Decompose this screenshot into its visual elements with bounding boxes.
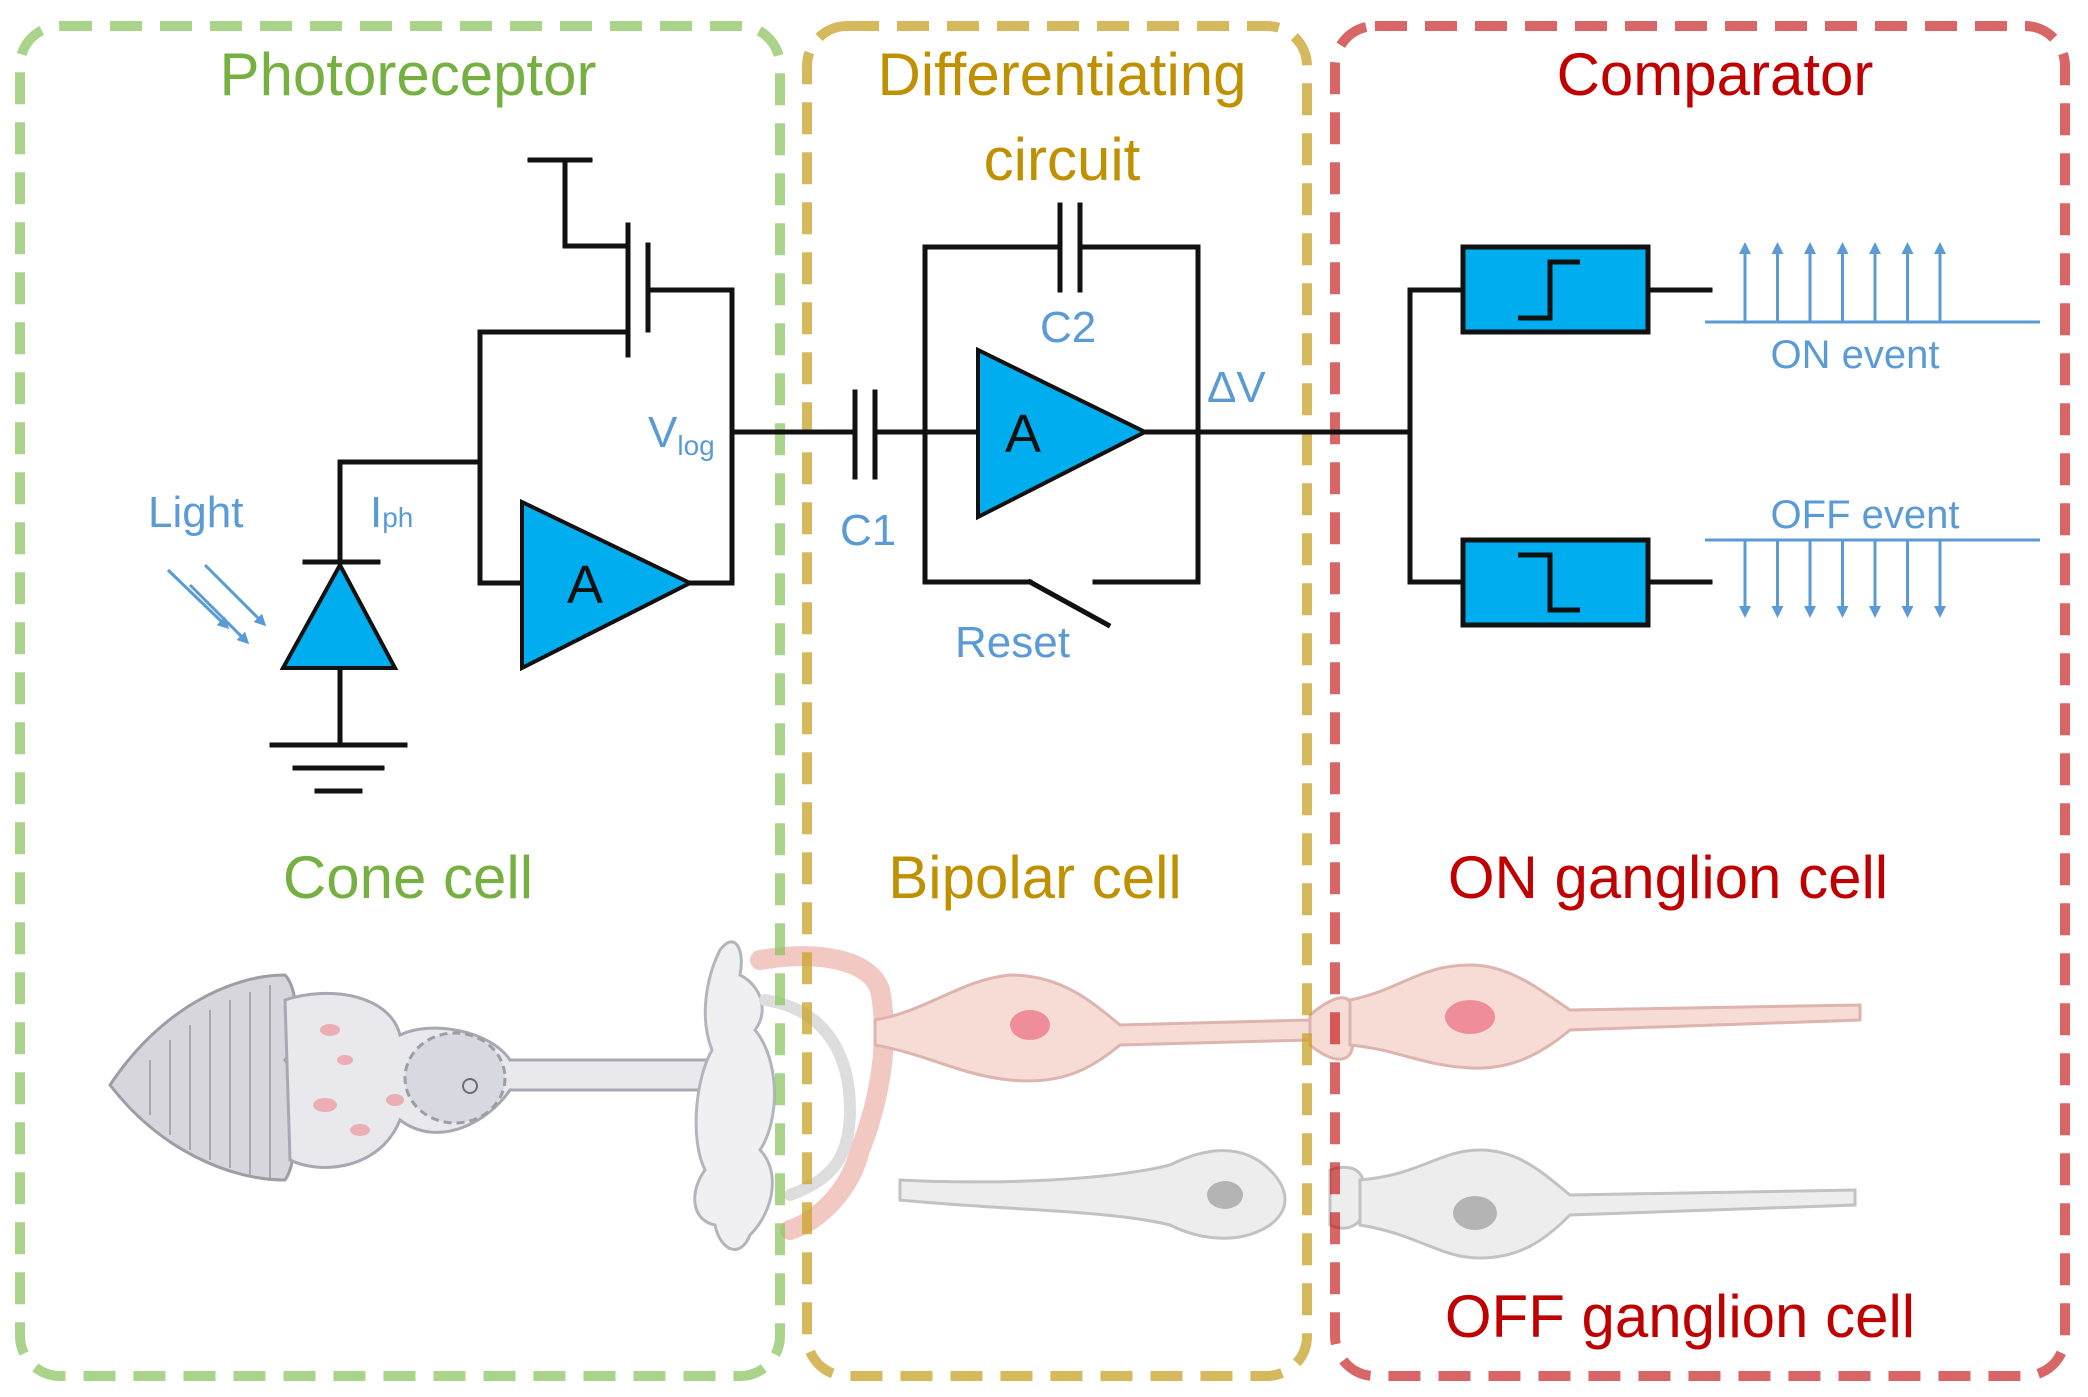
c1-label: C1 — [840, 506, 896, 555]
c2-label: C2 — [1040, 303, 1096, 352]
off-comparator — [1460, 537, 1713, 628]
capacitor-c2-icon — [1057, 202, 1083, 293]
light-arrows-icon — [166, 563, 267, 645]
off-ganglion-illustration — [1328, 1148, 1857, 1260]
off-event-train: OFF event — [1705, 493, 2040, 618]
photoreceptor-section-box — [15, 21, 785, 1381]
diff-amplifier-label: A — [1005, 404, 1041, 464]
delta-v-label: ΔV — [1207, 363, 1266, 412]
reset-switch-icon — [922, 429, 1201, 629]
comparator-section-box — [1330, 21, 2070, 1381]
bipolar-cell-label: Bipolar cell — [888, 844, 1181, 911]
diff-amplifier: A — [976, 346, 1150, 521]
differentiating-section-box — [802, 21, 1312, 1381]
capacitor-c1-icon — [852, 389, 878, 480]
comparator-title: Comparator — [1557, 41, 1874, 108]
photodiode-icon — [279, 459, 483, 670]
cone-nucleus — [403, 1031, 507, 1125]
off-ganglion-cell-label: OFF ganglion cell — [1445, 1283, 1915, 1350]
cone-outer-segment — [108, 973, 298, 1182]
light-label: Light — [148, 488, 243, 537]
falling-step-icon — [1518, 552, 1580, 613]
off-event-label: OFF event — [1771, 493, 1960, 537]
vlog-label: Vlog — [648, 408, 715, 461]
on-event-train: ON event — [1705, 242, 2040, 377]
iph-label: Iph — [370, 488, 413, 537]
on-ganglion-cell-label: ON ganglion cell — [1448, 844, 1888, 911]
cone-pedicle — [693, 940, 776, 1251]
photoreceptor-title: Photoreceptor — [220, 41, 597, 108]
log-amplifier-label: A — [567, 555, 603, 615]
retina-illustration — [108, 940, 1862, 1260]
log-amplifier: A — [520, 498, 695, 672]
photoreceptor-circuit: Light Iph A Vlog — [148, 157, 841, 794]
differentiating-title-line1: Differentiating — [877, 41, 1246, 108]
mosfet-icon — [477, 157, 735, 358]
rising-step-icon — [1518, 259, 1580, 321]
differentiating-circuit: C1 A C2 Reset ΔV — [835, 202, 1266, 667]
on-ganglion-illustration — [1308, 963, 1862, 1070]
comparator-circuit: ON event OFF event — [1195, 242, 2040, 628]
on-comparator — [1460, 244, 1713, 335]
on-event-label: ON event — [1771, 333, 1940, 377]
differentiating-title-line2: circuit — [984, 126, 1141, 193]
reset-label: Reset — [955, 618, 1070, 667]
ground-icon — [269, 662, 408, 794]
cone-cell-label: Cone cell — [283, 844, 533, 911]
